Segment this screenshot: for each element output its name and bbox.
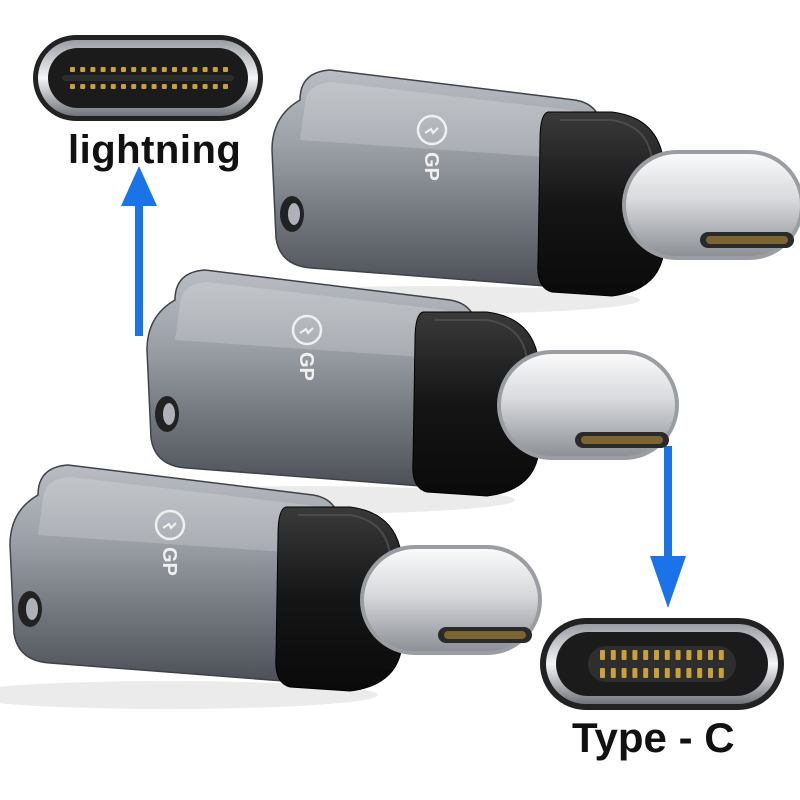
type-c-pin — [664, 650, 670, 660]
type-c-pin — [654, 668, 659, 678]
type-c-pin — [697, 668, 703, 678]
adapters-group: GP GP GP — [0, 69, 800, 709]
lightning-pin — [172, 67, 177, 72]
type-c-pin — [643, 650, 649, 660]
type-c-pin — [686, 668, 692, 678]
type-c-pin — [708, 650, 713, 660]
lightning-pin — [141, 67, 147, 72]
lightning-pin — [100, 84, 106, 89]
brand-logo-icon: GP — [416, 114, 448, 181]
lightning-pin — [90, 84, 96, 89]
lightning-pin — [202, 84, 208, 89]
adapter-cap — [275, 506, 403, 692]
type-c-pin — [610, 650, 616, 660]
down-arrow-icon — [650, 446, 686, 608]
lightning-pin — [192, 84, 198, 89]
lightning-pin — [121, 67, 126, 72]
lightning-pin — [80, 67, 86, 72]
lightning-pin — [192, 67, 198, 72]
type-c-label: Type - C — [572, 714, 735, 761]
lightning-pin — [223, 84, 228, 89]
type-c-pin — [675, 650, 681, 660]
lightning-pin — [70, 67, 75, 72]
adapter-2: GP — [95, 269, 679, 514]
brand-logo-text: GP — [295, 352, 317, 381]
lightning-pin — [110, 67, 116, 72]
type-c-pins — [600, 650, 724, 678]
adapter-cap — [412, 311, 540, 497]
lightning-pin — [182, 84, 188, 89]
lightning-pin — [100, 67, 106, 72]
type-c-pin — [610, 668, 616, 678]
type-c-pin — [632, 668, 638, 678]
type-c-port-icon — [540, 618, 784, 710]
type-c-pin — [718, 650, 724, 660]
lightning-pin — [212, 67, 218, 72]
lightning-pin — [141, 84, 147, 89]
lightning-pin — [131, 84, 137, 89]
lightning-pin — [172, 84, 177, 89]
brand-logo-text: GP — [158, 547, 180, 576]
adapter-1: GP — [220, 69, 800, 314]
brand-logo-icon: GP — [291, 314, 323, 381]
up-arrow-icon — [121, 166, 157, 336]
adapter-3: GP — [0, 464, 542, 709]
lightning-label: lightning — [68, 128, 242, 172]
type-c-pin — [600, 650, 605, 660]
lightning-pins — [70, 67, 228, 89]
type-c-pin — [600, 668, 605, 678]
lightning-pin — [161, 67, 167, 72]
brand-logo-text: GP — [420, 152, 442, 181]
type-c-pin — [621, 668, 627, 678]
lightning-pin — [110, 84, 116, 89]
lightning-pin — [131, 67, 137, 72]
lightning-pin — [121, 84, 126, 89]
lightning-pin — [212, 84, 218, 89]
type-c-pin — [718, 668, 724, 678]
lightning-pin — [151, 84, 157, 89]
type-c-pin — [675, 668, 681, 678]
lightning-pin — [70, 84, 75, 89]
lightning-pin — [151, 67, 157, 72]
type-c-pin — [664, 668, 670, 678]
type-c-pin — [686, 650, 692, 660]
type-c-pin — [697, 650, 703, 660]
lightning-pin — [80, 84, 86, 89]
type-c-pin — [708, 668, 713, 678]
adapter-cap — [537, 111, 665, 297]
lightning-port-icon — [33, 35, 263, 121]
type-c-pin — [654, 650, 659, 660]
lightning-pin — [90, 67, 96, 72]
lightning-pin — [182, 67, 188, 72]
lightning-pin — [161, 84, 167, 89]
brand-logo-icon: GP — [154, 509, 186, 576]
type-c-pin — [621, 650, 627, 660]
type-c-pin — [643, 668, 649, 678]
lightning-pin — [202, 67, 208, 72]
lightning-pin — [223, 67, 228, 72]
type-c-pin — [632, 650, 638, 660]
